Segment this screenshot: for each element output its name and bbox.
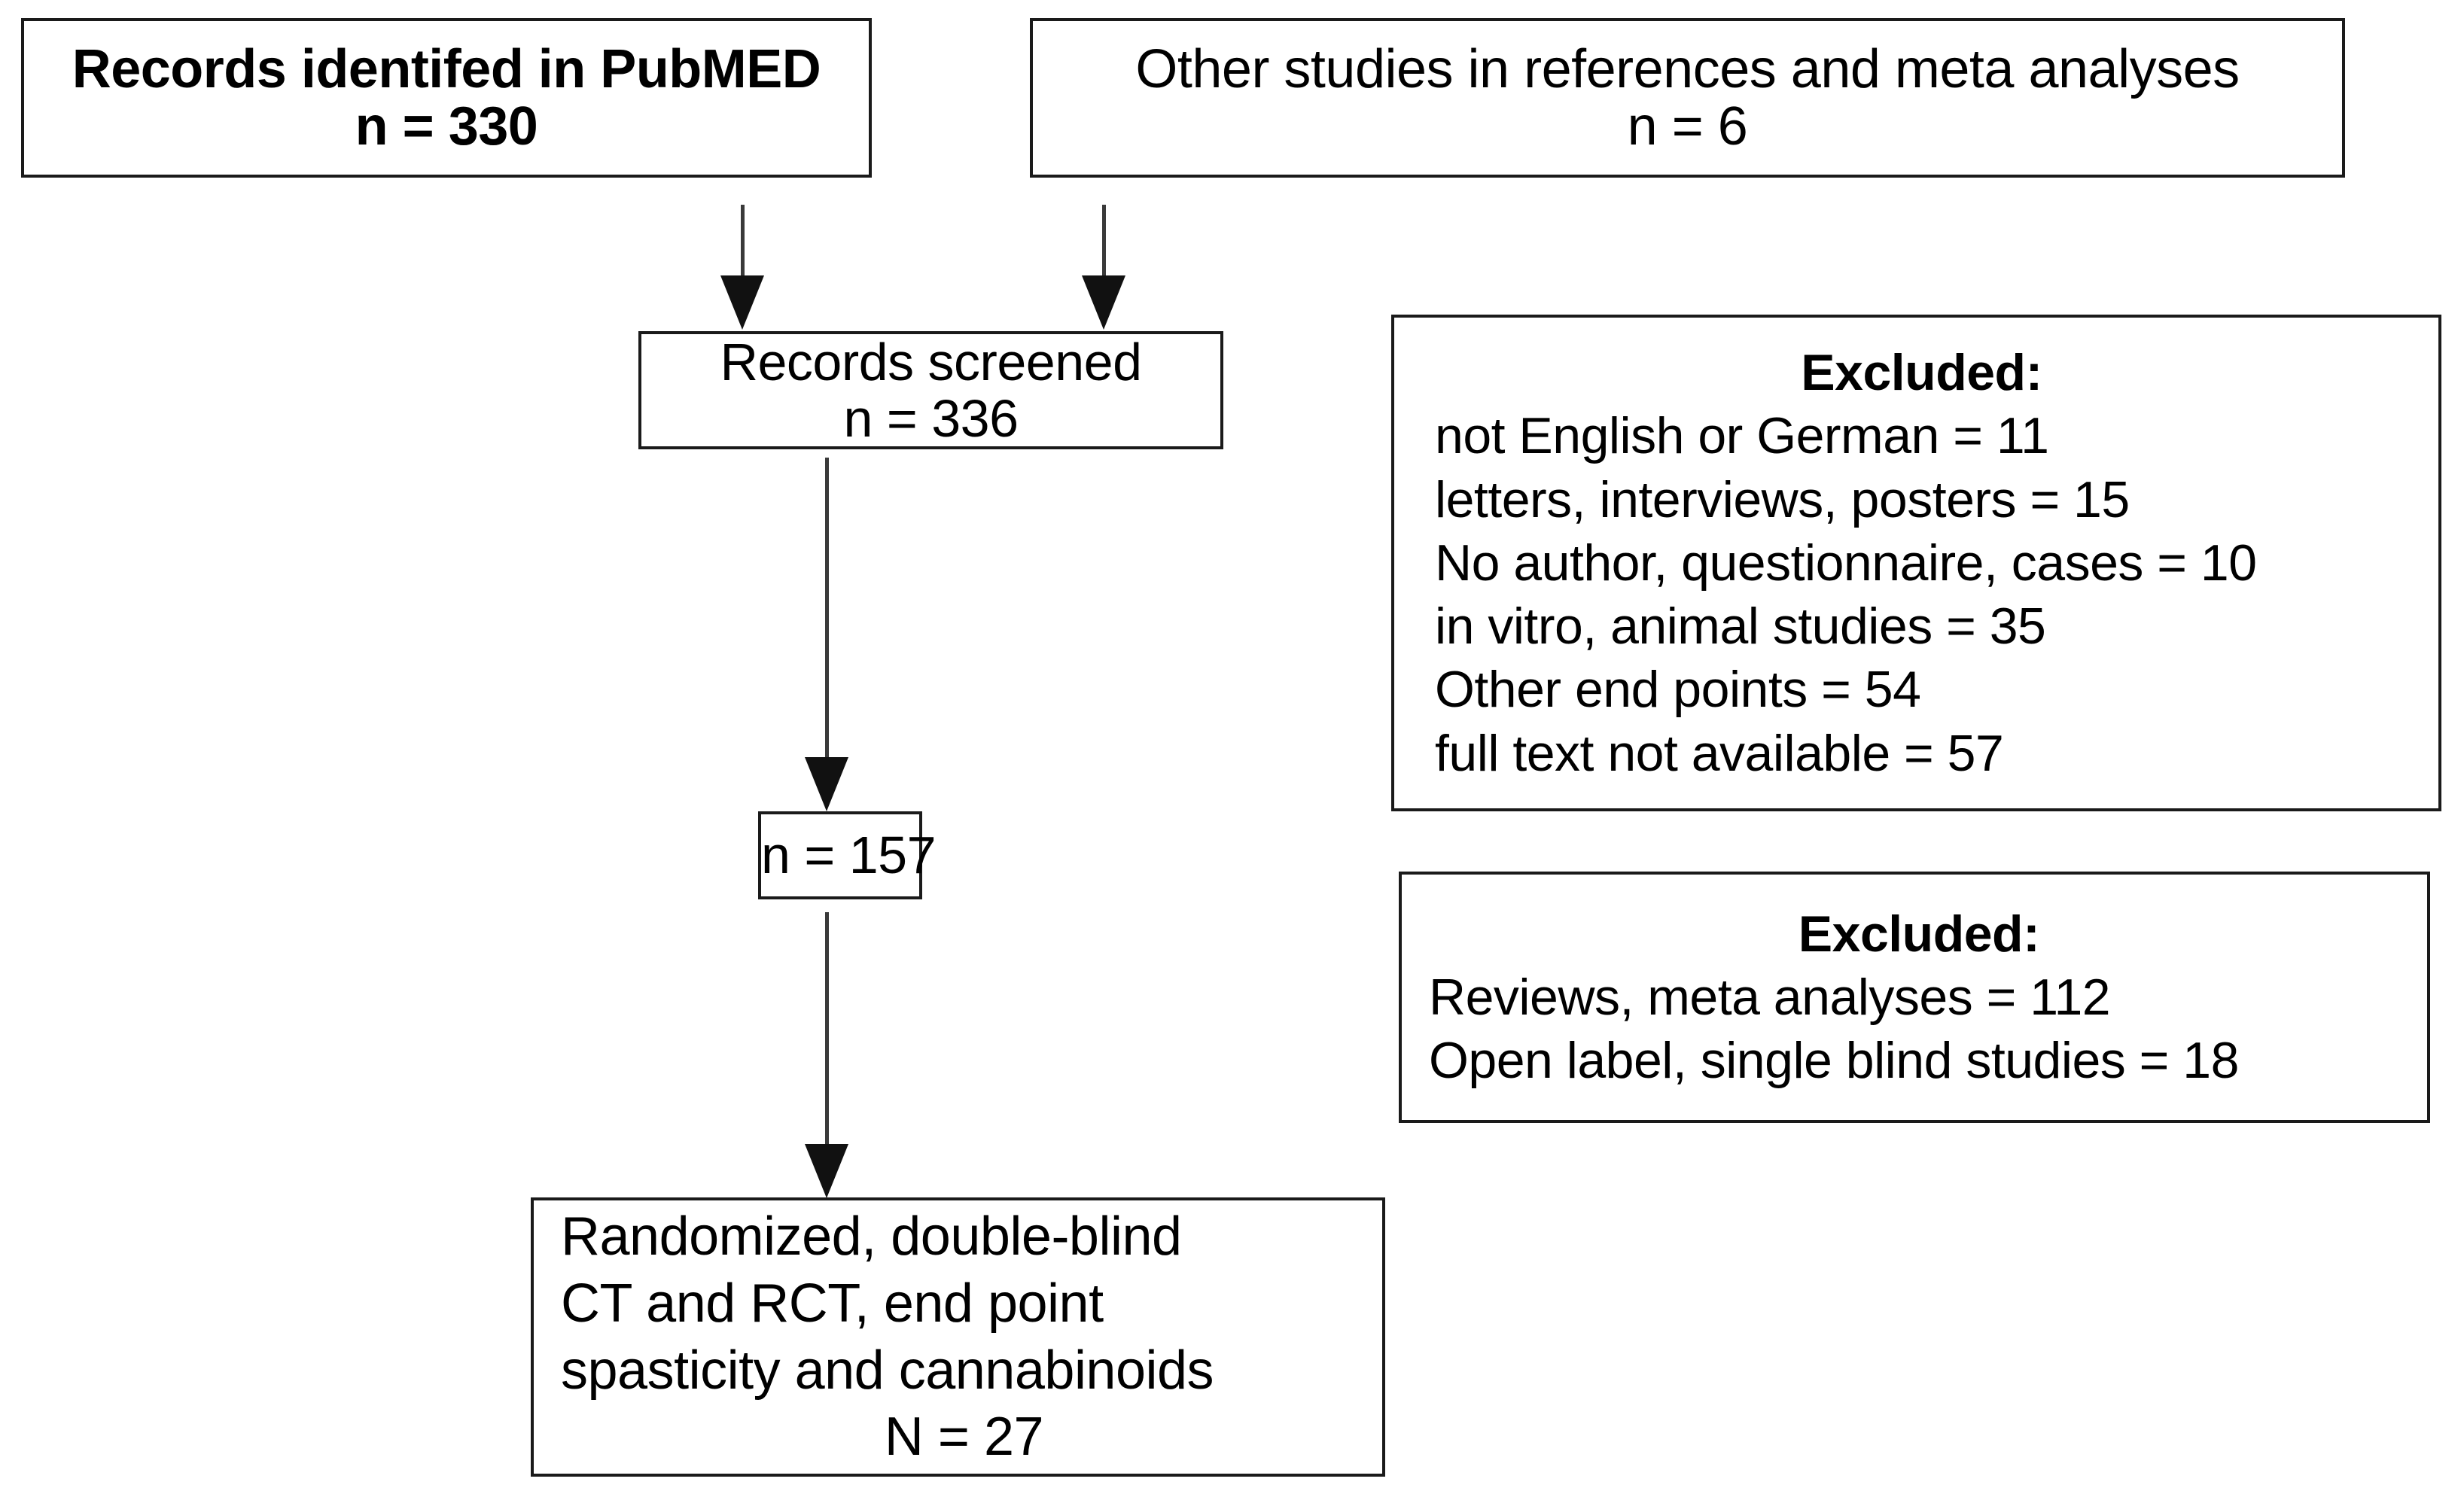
node-excluded-second-stage: Excluded: Reviews, meta analyses = 112 O…: [1399, 872, 2430, 1123]
node-included-line-2: CT and RCT, end point: [561, 1273, 1104, 1334]
node-pubmed-title: Records identifed in PubMED: [72, 38, 821, 99]
node-other-studies-references: Other studies in references and meta ana…: [1030, 18, 2345, 178]
excluded-second-heading: Excluded:: [1798, 905, 2040, 963]
arrow-shaft: [1102, 205, 1106, 280]
node-included-line-3: spasticity and cannabinoids: [561, 1340, 1214, 1401]
node-screened-title: Records screened: [720, 333, 1142, 392]
excluded-first-reason: in vitro, animal studies = 35: [1435, 598, 2046, 656]
excluded-second-reason: Reviews, meta analyses = 112: [1429, 968, 2111, 1026]
arrow-head-icon: [1082, 275, 1125, 330]
arrow-head-icon: [805, 757, 848, 811]
arrow-remaining-to-included: [805, 912, 848, 1198]
excluded-first-reason: letters, interviews, posters = 15: [1435, 470, 2130, 528]
excluded-first-reason: No author, questionnaire, cases = 10: [1435, 534, 2257, 592]
node-other-title: Other studies in references and meta ana…: [1135, 38, 2240, 99]
excluded-first-reason: Other end points = 54: [1435, 661, 1921, 719]
arrow-head-icon: [720, 275, 764, 330]
node-other-count: n = 6: [1627, 96, 1748, 157]
excluded-second-reason: Open label, single blind studies = 18: [1429, 1032, 2239, 1090]
node-included-count: N = 27: [884, 1407, 1044, 1468]
node-records-screened: Records screened n = 336: [638, 331, 1223, 449]
node-included-studies: Randomized, double-blind CT and RCT, end…: [531, 1197, 1385, 1477]
node-pubmed-count: n = 330: [355, 96, 538, 157]
node-records-identified-pubmed: Records identifed in PubMED n = 330: [21, 18, 872, 178]
node-included-line-1: Randomized, double-blind: [561, 1206, 1182, 1267]
arrow-shaft: [825, 912, 829, 1149]
node-remaining-count: n = 157: [761, 826, 937, 885]
arrow-shaft: [825, 458, 829, 762]
node-screened-count: n = 336: [843, 388, 1019, 448]
arrow-other-to-screened: [1082, 205, 1125, 330]
arrow-head-icon: [805, 1144, 848, 1198]
arrow-pubmed-to-screened: [720, 205, 764, 330]
excluded-first-reason: not English or German = 11: [1435, 407, 2049, 465]
arrow-screened-to-remaining: [805, 458, 848, 811]
node-excluded-first-stage: Excluded: not English or German = 11 let…: [1391, 315, 2441, 811]
excluded-first-reason: full text not available = 57: [1435, 724, 2004, 782]
node-remaining-records: n = 157: [758, 811, 937, 899]
excluded-first-heading: Excluded:: [1801, 343, 2042, 401]
arrow-shaft: [741, 205, 745, 280]
